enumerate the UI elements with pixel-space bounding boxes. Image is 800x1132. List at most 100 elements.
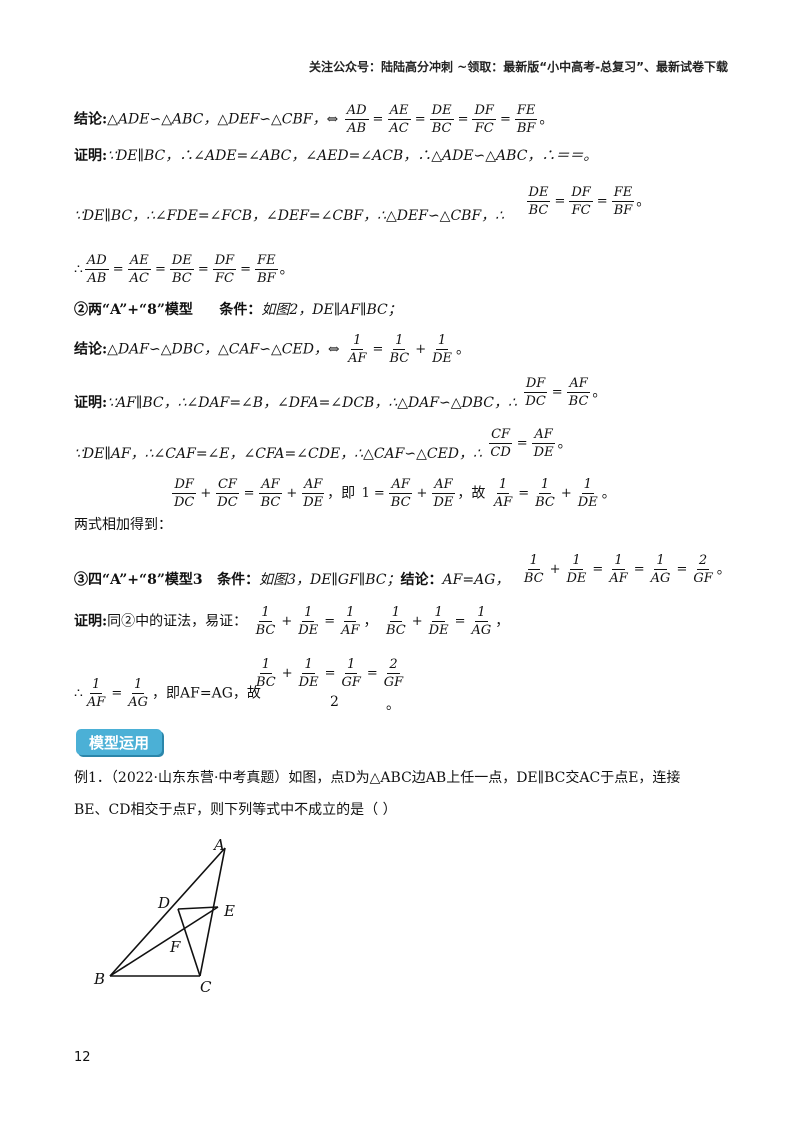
- numerator: 1: [654, 553, 667, 570]
- operator: +: [200, 485, 212, 501]
- denominator: BC: [389, 351, 410, 366]
- operator: +: [286, 485, 298, 501]
- label-D: D: [157, 894, 170, 912]
- operator: =: [551, 384, 563, 400]
- operator: =: [554, 193, 566, 209]
- example-1-line-1: 例1．（2022·山东东营·中考真题）如图，点D为△ABC边AB上任一点，DE∥…: [74, 770, 681, 786]
- numerator: 1: [132, 677, 145, 694]
- operator: =: [366, 666, 378, 681]
- denominator: GF: [341, 675, 361, 690]
- punct: ，: [495, 613, 510, 630]
- one: 1: [361, 485, 370, 501]
- operator: =: [457, 111, 469, 127]
- numerator: 1: [302, 657, 315, 674]
- operator: +: [415, 341, 427, 357]
- numerator: AF: [432, 477, 455, 494]
- punct: 。: [386, 697, 400, 713]
- operator: =: [112, 261, 124, 277]
- numerator: 1: [581, 477, 594, 494]
- operator: =: [324, 666, 336, 681]
- denominator: FC: [474, 121, 494, 136]
- label-F: F: [169, 938, 181, 956]
- numerator: 1: [259, 605, 272, 622]
- numerator: AF: [301, 477, 325, 494]
- numerator: AF: [532, 427, 555, 444]
- text: 同②中的证法，易证：: [107, 613, 248, 630]
- denominator: GF: [693, 571, 713, 586]
- operator: =: [596, 193, 608, 209]
- numerator: 1: [345, 657, 358, 674]
- text: ，故: [457, 485, 486, 502]
- operator: =: [676, 561, 688, 577]
- operator: =: [372, 341, 384, 357]
- denominator: DC: [174, 495, 195, 510]
- numerator: 1: [475, 605, 488, 622]
- text: △DAF∽△DBC，△CAF∽△CED，⇔: [107, 341, 340, 358]
- numerator: DE: [429, 103, 454, 120]
- operator: =: [633, 561, 645, 577]
- denominator: BC: [171, 271, 192, 286]
- operator: +: [549, 561, 561, 577]
- denominator: BC: [255, 623, 276, 638]
- denominator: AF: [348, 351, 367, 366]
- numerator: FE: [514, 103, 538, 120]
- punct: 。: [557, 435, 572, 452]
- denominator: AC: [389, 121, 409, 136]
- numerator: DF: [569, 185, 593, 202]
- operator: =: [197, 261, 209, 277]
- denominator: BC: [260, 495, 281, 510]
- operator: =: [154, 261, 166, 277]
- label-B: B: [93, 970, 105, 988]
- text: ∵AF∥BC，∴∠DAF=∠B，∠DFA=∠DCB，∴△DAF∽△DBC，∴: [107, 395, 517, 411]
- label-conclusion: 结论：: [400, 572, 443, 588]
- numerator: 1: [344, 605, 357, 622]
- numerator: 1: [89, 677, 103, 694]
- example-1-line-2: BE、CD相交于点F，则下列等式中不成立的是（ ）: [74, 802, 397, 818]
- label-E: E: [223, 902, 235, 920]
- denominator: BC: [535, 495, 555, 510]
- label-proof: 证明:: [74, 613, 108, 630]
- denominator: DE: [432, 351, 453, 366]
- text: 如图2，DE∥AF∥BC；: [261, 302, 402, 318]
- denominator: BC: [256, 675, 276, 690]
- denominator: BC: [528, 203, 549, 218]
- operator: =: [516, 435, 528, 451]
- operator: =: [518, 485, 530, 501]
- denominator: DE: [298, 675, 319, 690]
- numerator: AF: [389, 477, 412, 494]
- text: ∵DE∥BC，∴∠FDE=∠FCB，∠DEF=∠CBF，∴△DEF∽△CBF，∴: [74, 208, 505, 224]
- denominator: AF: [493, 495, 513, 510]
- therefore: ∴: [74, 261, 83, 278]
- denominator: DE: [428, 623, 449, 638]
- operator: =: [414, 111, 426, 127]
